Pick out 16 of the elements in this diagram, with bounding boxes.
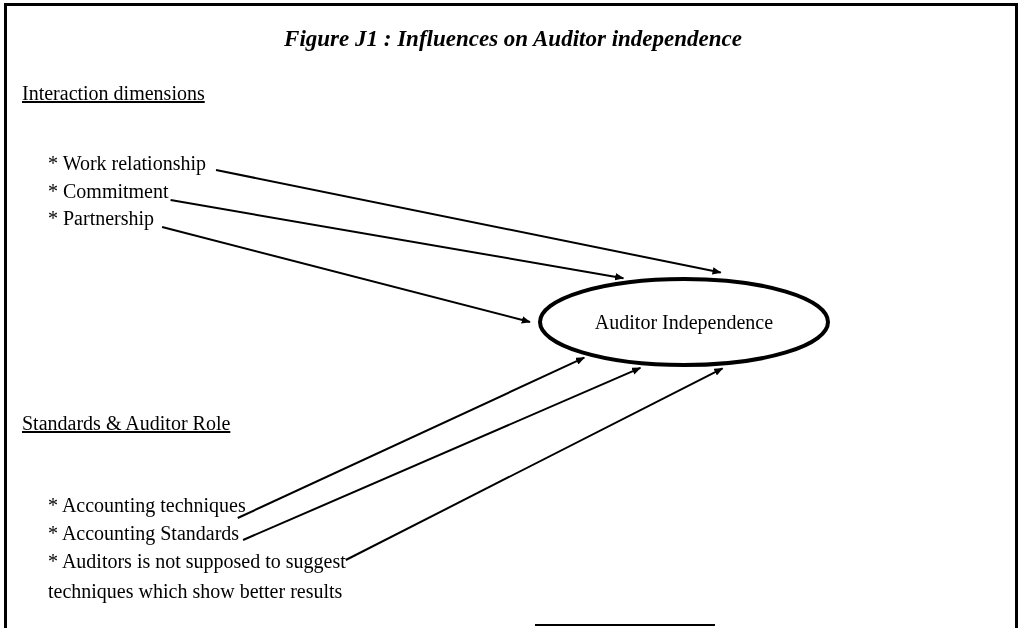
arrow	[236, 356, 586, 519]
list-item-text: * Commitment	[48, 176, 169, 206]
arrow	[169, 199, 625, 281]
node-label: Auditor Independence	[594, 310, 774, 334]
list-item-text: * Work relationship	[48, 148, 206, 178]
figure-title: Figure J1 : Influences on Auditor independence	[283, 26, 743, 52]
list-item-text: * Accounting Standards	[48, 518, 240, 548]
arrow	[161, 226, 531, 324]
section-heading: Standards & Auditor Role	[22, 412, 231, 435]
arrow	[242, 366, 642, 541]
arrow	[215, 169, 722, 275]
arrow	[344, 367, 724, 561]
list-item-text: * Auditors is not supposed to suggest techniques which show better results	[48, 546, 378, 606]
list-item-text: * Partnership	[48, 203, 155, 233]
section-heading: Interaction dimensions	[22, 82, 205, 105]
list-item-text: * Accounting techniques	[48, 490, 246, 520]
